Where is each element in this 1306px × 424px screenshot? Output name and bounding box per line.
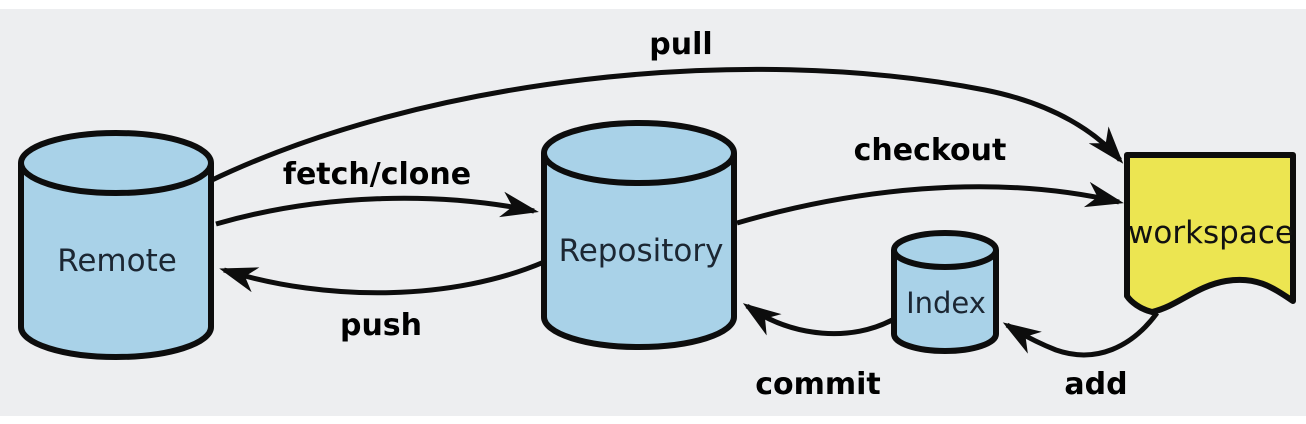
remote-label: Remote <box>57 243 177 279</box>
push-label: push <box>340 308 422 343</box>
edge-labels-group: pull fetch/clone checkout push commit ad… <box>283 27 1128 402</box>
bottom-margin-strip <box>0 416 1306 424</box>
pull-label: pull <box>649 27 712 62</box>
commit-arrow <box>742 303 896 336</box>
checkout-arrow <box>736 181 1124 226</box>
index-label: Index <box>906 286 986 320</box>
remote-cylinder: Remote <box>18 130 214 360</box>
edges-group <box>208 66 1160 358</box>
remote-cylinder-top <box>18 130 214 196</box>
top-margin-strip <box>0 0 1306 9</box>
remote-cylinder-body <box>18 163 214 360</box>
repository-label: Repository <box>559 233 724 269</box>
workspace-label: workspace <box>1128 215 1294 251</box>
checkout-label: checkout <box>854 133 1007 168</box>
pull-arrow <box>208 66 1124 184</box>
repository-cylinder: Repository <box>541 120 737 350</box>
workspace-document: workspace <box>1124 152 1296 315</box>
add-label: add <box>1064 367 1127 402</box>
commit-label: commit <box>755 367 881 402</box>
fetch-clone-label: fetch/clone <box>283 157 471 192</box>
index-cylinder-top <box>891 230 999 270</box>
push-arrow <box>219 259 545 296</box>
index-cylinder: Index <box>891 230 999 354</box>
index-cylinder-body <box>891 250 999 354</box>
repository-cylinder-top <box>541 120 737 186</box>
fetch-clone-arrow <box>215 191 539 227</box>
add-arrow <box>1002 311 1160 358</box>
workspace-document-shape <box>1124 152 1296 315</box>
repository-cylinder-body <box>541 153 737 350</box>
